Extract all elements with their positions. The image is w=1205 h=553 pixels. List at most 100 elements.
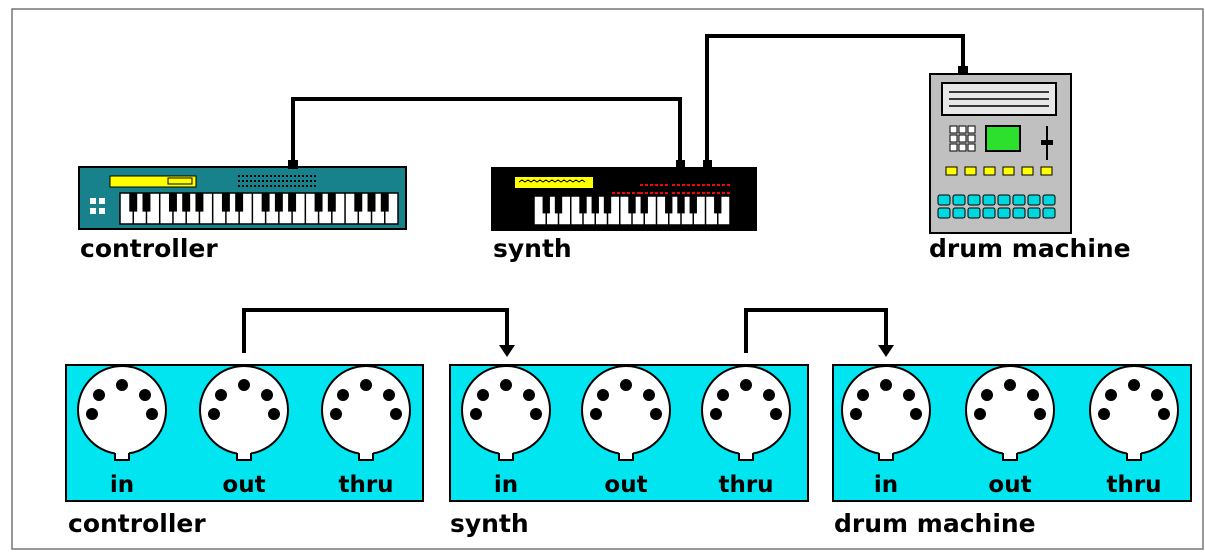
din-pin <box>974 408 986 420</box>
din-pin <box>500 379 512 391</box>
synth-display-icon <box>515 177 593 188</box>
din-pin <box>880 379 892 391</box>
controller-dot <box>250 175 252 177</box>
synth-black-key <box>689 196 697 214</box>
synth-led <box>655 192 658 194</box>
panel-controller: in out thru <box>65 364 424 502</box>
drum-out-port[interactable] <box>965 365 1055 461</box>
synth-display-wave <box>518 179 586 183</box>
drum-keypad-key <box>949 143 958 152</box>
controller-dot <box>274 185 276 187</box>
controller-out-port[interactable] <box>199 365 289 461</box>
din-socket-key-outline <box>114 453 130 461</box>
din-pin <box>116 379 128 391</box>
synth-led <box>682 192 685 194</box>
synth-black-key <box>542 196 550 214</box>
din-pin <box>1151 389 1163 401</box>
drum-pads <box>937 194 1056 219</box>
drum-pad <box>937 194 951 206</box>
controller-black-key <box>235 193 244 212</box>
din-socket-key-notch <box>879 451 893 460</box>
controller-black-key <box>327 193 336 212</box>
synth-led <box>702 192 705 194</box>
din-pin <box>857 389 869 401</box>
synth-led <box>707 192 710 194</box>
controller-dot <box>302 185 304 187</box>
controller-dot <box>282 185 284 187</box>
din-socket-key-notch <box>359 451 373 460</box>
controller-dots <box>238 175 316 187</box>
din-pin <box>717 389 729 401</box>
controller-in-label: in <box>110 472 134 498</box>
controller-in-port[interactable] <box>77 365 167 461</box>
drum-in-port[interactable] <box>841 365 931 461</box>
controller-thru-label: thru <box>338 472 393 498</box>
controller-dot <box>282 175 284 177</box>
controller-dot <box>290 185 292 187</box>
synth-led <box>722 192 725 194</box>
synth-thru-port[interactable] <box>701 365 791 461</box>
synth-led <box>707 184 710 186</box>
synth-led <box>687 184 690 186</box>
drum-in-label: in <box>874 472 898 498</box>
bottom-arrows <box>242 308 894 357</box>
controller-black-key <box>354 193 363 212</box>
controller-dot <box>294 175 296 177</box>
synth-led <box>692 192 695 194</box>
controller-dot <box>286 185 288 187</box>
controller-black-key <box>221 193 230 212</box>
controller-dot <box>246 175 248 177</box>
synth-black-key <box>677 196 685 214</box>
controller-dot <box>298 185 300 187</box>
din-socket-key-notch <box>1003 451 1017 460</box>
synth-led <box>717 184 720 186</box>
din-pin <box>337 389 349 401</box>
din-pin <box>523 389 535 401</box>
controller-dot <box>242 185 244 187</box>
controller-dot <box>238 175 240 177</box>
synth-in-port[interactable] <box>461 365 551 461</box>
din-pin <box>383 389 395 401</box>
din-socket-key-outline <box>498 453 514 461</box>
synth-led <box>655 184 658 186</box>
controller-dot <box>274 180 276 182</box>
controller-dot <box>286 180 288 182</box>
controller-dot <box>310 185 312 187</box>
synth-led <box>622 192 625 194</box>
controller-dot <box>274 175 276 177</box>
drum-pad <box>937 207 951 219</box>
din-socket-key-outline <box>618 453 634 461</box>
din-socket-key-notch <box>739 451 753 460</box>
synth-led <box>617 192 620 194</box>
top-cables <box>291 34 965 168</box>
controller-dot <box>262 175 264 177</box>
synth-thru-label: thru <box>718 472 773 498</box>
controller-dot <box>258 185 260 187</box>
synth-led <box>637 192 640 194</box>
synth-led <box>645 192 648 194</box>
drum-thru-port[interactable] <box>1089 365 1179 461</box>
controller-keyboard <box>78 160 407 230</box>
controller-dot <box>286 175 288 177</box>
synth-plug-right <box>703 160 712 169</box>
synth-led <box>692 184 695 186</box>
synth-black-key <box>579 196 587 214</box>
controller-black-key <box>314 193 323 212</box>
controller-thru-port[interactable] <box>321 365 411 461</box>
din-pin <box>1027 389 1039 401</box>
din-socket-key-outline <box>878 453 894 461</box>
controller-dot <box>270 175 272 177</box>
controller-display-slot <box>167 177 193 185</box>
controller-dot <box>254 185 256 187</box>
controller-dot <box>250 185 252 187</box>
din-pin <box>139 389 151 401</box>
drum-pad <box>952 194 966 206</box>
controller-dot <box>258 180 260 182</box>
din-pin <box>770 408 782 420</box>
din-pin <box>910 408 922 420</box>
din-socket-key-outline <box>358 453 374 461</box>
drum-fader <box>1041 126 1053 160</box>
din-pin <box>1128 379 1140 391</box>
synth-out-port[interactable] <box>581 365 671 461</box>
din-socket-key-outline <box>1002 453 1018 461</box>
